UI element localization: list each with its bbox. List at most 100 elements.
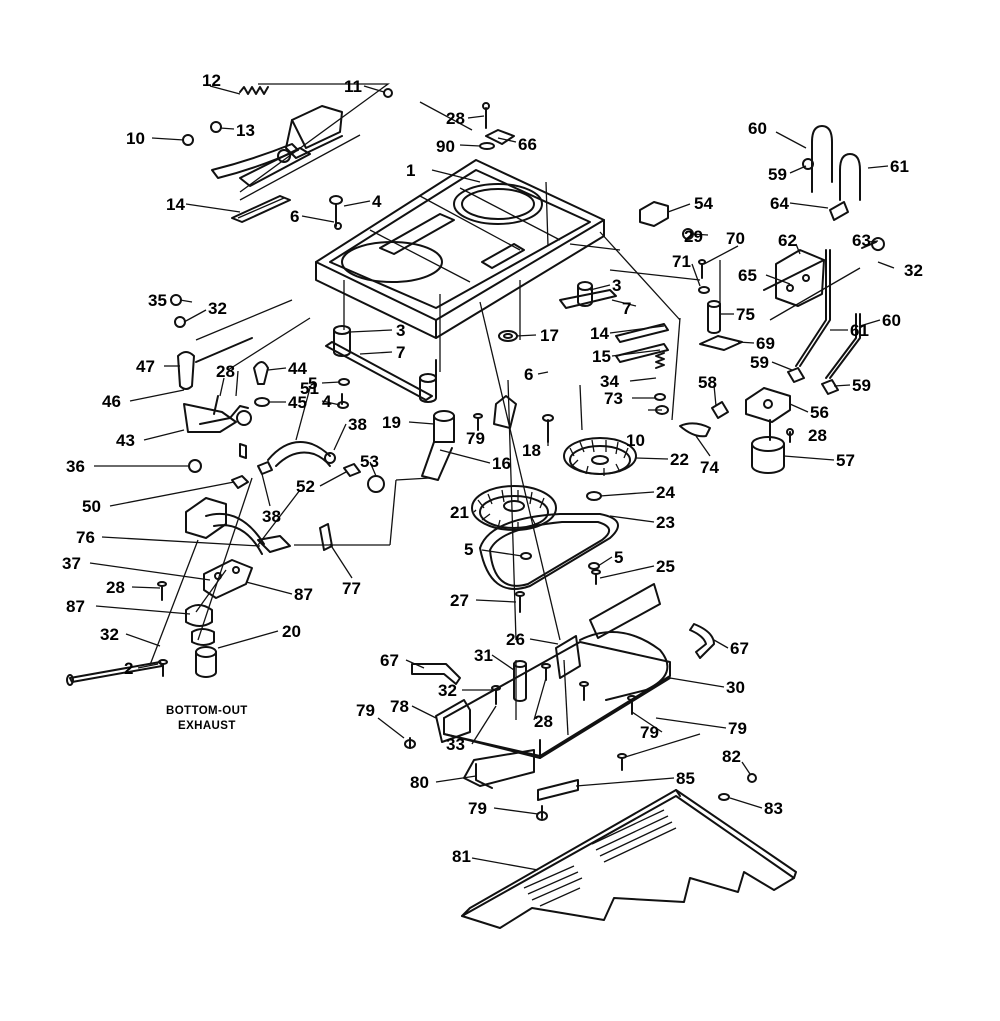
callout-79: 79 [468, 799, 487, 818]
callout-28: 28 [216, 362, 235, 381]
callout-6: 6 [290, 207, 299, 226]
callout-82: 82 [722, 747, 741, 766]
drive-belt [479, 491, 619, 613]
callout-79: 79 [356, 701, 375, 720]
callout-35: 35 [148, 291, 167, 310]
callout-32: 32 [208, 299, 227, 318]
callout-32: 32 [100, 625, 119, 644]
callout-14: 14 [590, 324, 609, 343]
callout-32: 32 [904, 261, 923, 280]
callout-63: 63 [852, 231, 871, 250]
callout-59: 59 [852, 376, 871, 395]
callout-28: 28 [534, 712, 553, 731]
callout-13: 13 [236, 121, 255, 140]
callout-20: 20 [282, 622, 301, 641]
right-control-assembly [639, 125, 885, 474]
callout-51: 51 [300, 379, 319, 398]
callout-57: 57 [836, 451, 855, 470]
bottom-pan [404, 583, 715, 821]
callout-46: 46 [102, 392, 121, 411]
callout-33: 33 [446, 735, 465, 754]
callout-37: 37 [62, 554, 81, 573]
callout-28: 28 [106, 578, 125, 597]
callout-79: 79 [640, 723, 659, 742]
callout-87: 87 [66, 597, 85, 616]
callout-59: 59 [750, 353, 769, 372]
skirt-panel [461, 773, 797, 929]
callout-21: 21 [450, 503, 469, 522]
callout-78: 78 [390, 697, 409, 716]
callout-24: 24 [656, 483, 675, 502]
callout-30: 30 [726, 678, 745, 697]
callout-76: 76 [76, 528, 95, 547]
callout-58: 58 [698, 373, 717, 392]
callout-38: 38 [262, 507, 281, 526]
callout-25: 25 [656, 557, 675, 576]
callout-90: 90 [436, 137, 455, 156]
callout-15: 15 [592, 347, 611, 366]
callout-71: 71 [672, 252, 691, 271]
callout-26: 26 [506, 630, 525, 649]
callout-3: 3 [396, 321, 405, 340]
callout-4: 4 [322, 392, 332, 411]
callout-81: 81 [452, 847, 471, 866]
callout-43: 43 [116, 431, 135, 450]
callout-67: 67 [380, 651, 399, 670]
callout-53: 53 [360, 452, 379, 471]
callout-59: 59 [768, 165, 787, 184]
callout-79: 79 [466, 429, 485, 448]
callout-19: 19 [382, 413, 401, 432]
callout-36: 36 [66, 457, 85, 476]
callout-38: 38 [348, 415, 367, 434]
callout-56: 56 [810, 403, 829, 422]
callout-70: 70 [726, 229, 745, 248]
callout-10: 10 [126, 129, 145, 148]
callout-12: 12 [202, 71, 221, 90]
callout-60: 60 [882, 311, 901, 330]
callout-64: 64 [770, 194, 789, 213]
right-leg-rail [498, 281, 617, 342]
callout-77: 77 [342, 579, 361, 598]
leader-lines [89, 85, 895, 871]
callout-6: 6 [524, 365, 533, 384]
callout-18: 18 [522, 441, 541, 460]
callout-16: 16 [492, 454, 511, 473]
callout-32: 32 [438, 681, 457, 700]
strips-and-spring [615, 323, 669, 415]
callout-17: 17 [540, 326, 559, 345]
callout-52: 52 [296, 477, 315, 496]
fan-wheel-left [471, 485, 557, 531]
callout-29: 29 [684, 227, 703, 246]
callout-11: 11 [344, 77, 362, 96]
callout-5: 5 [308, 374, 317, 393]
callout-28: 28 [808, 426, 827, 445]
callout-67: 67 [730, 639, 749, 658]
bottom-out-exhaust-label-line1: BOTTOM-OUT [166, 705, 248, 717]
callout-2: 2 [124, 659, 133, 678]
callout-85: 85 [676, 769, 695, 788]
fasteners-top-center [329, 102, 515, 230]
callout-4: 4 [372, 192, 382, 211]
callout-45: 45 [288, 393, 307, 412]
callout-10: 10 [626, 431, 645, 450]
callout-5: 5 [464, 540, 473, 559]
callout-79: 79 [728, 719, 747, 738]
callout-5: 5 [614, 548, 623, 567]
callout-61: 61 [850, 321, 869, 340]
callout-labels: 12 11 10 13 28 90 66 1 60 59 61 14 4 6 5… [62, 71, 923, 866]
fan-wheel-right [563, 437, 637, 476]
callout-80: 80 [410, 773, 429, 792]
callout-3: 3 [612, 276, 621, 295]
callout-61: 61 [890, 157, 909, 176]
callout-50: 50 [82, 497, 101, 516]
callout-75: 75 [736, 305, 755, 324]
callout-47: 47 [136, 357, 155, 376]
callout-54: 54 [694, 194, 713, 213]
callout-14: 14 [166, 195, 185, 214]
callout-7: 7 [622, 299, 631, 318]
callout-22: 22 [670, 450, 689, 469]
carriage-bracket-assembly [182, 86, 393, 223]
callout-27: 27 [450, 591, 469, 610]
callout-65: 65 [738, 266, 757, 285]
